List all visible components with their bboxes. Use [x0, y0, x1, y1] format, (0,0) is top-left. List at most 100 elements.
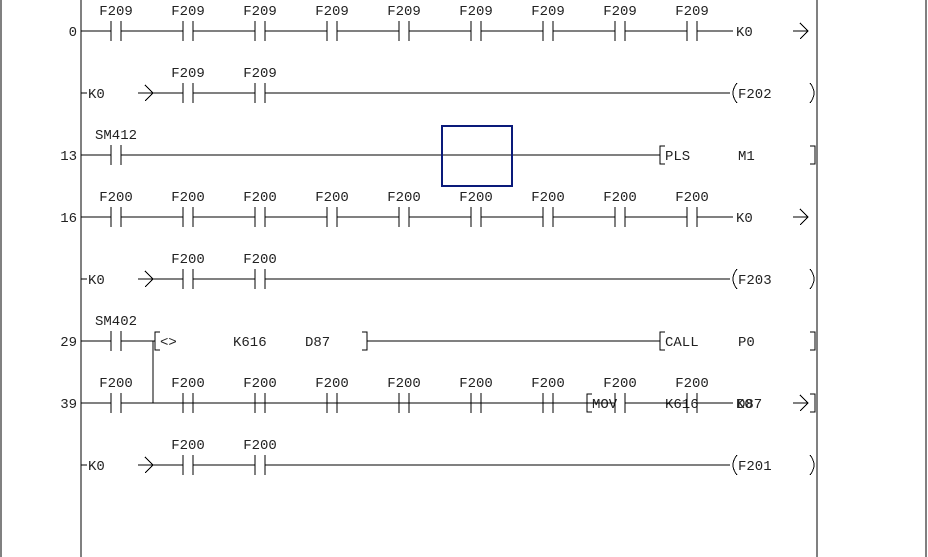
contact-no[interactable]: F200	[243, 376, 277, 413]
cursor-selection[interactable]	[441, 125, 513, 187]
coil-close	[809, 454, 815, 476]
contact-label: F209	[243, 4, 277, 20]
arrow-head	[144, 270, 154, 288]
contact-no[interactable]: F200	[171, 252, 205, 289]
contact-no[interactable]: F200	[99, 190, 133, 227]
contact-label: F209	[171, 4, 205, 20]
instruction-bracket-close	[810, 393, 816, 413]
contact-no[interactable]: F200	[603, 190, 637, 227]
contact-no[interactable]: F209	[603, 4, 637, 41]
contact-label: F200	[171, 438, 205, 454]
contact-label: F200	[243, 376, 277, 392]
contact-label: F200	[243, 190, 277, 206]
coil-device: F202	[738, 87, 772, 103]
contact-label: F200	[243, 252, 277, 268]
step-number: 13	[60, 149, 77, 165]
contact-label: F200	[243, 438, 277, 454]
contact-label: F209	[603, 4, 637, 20]
instruction-operand: D87	[305, 335, 330, 351]
instruction-bracket-close	[810, 145, 816, 165]
arrow-head	[144, 84, 154, 102]
contact-label: F209	[99, 4, 133, 20]
instruction-bracket-open	[154, 331, 160, 351]
contact-no[interactable]: F200	[243, 438, 277, 475]
contact-no[interactable]: F200	[531, 190, 565, 227]
contact-no[interactable]: F209	[243, 66, 277, 103]
contact-no[interactable]: F209	[675, 4, 709, 41]
continuation-label: K0	[88, 273, 105, 289]
contact-no[interactable]: F200	[459, 190, 493, 227]
contact-label: F200	[171, 252, 205, 268]
jump-arrow-icon	[799, 22, 809, 40]
jump-label: K0	[736, 397, 753, 413]
instruction-operand: K616	[233, 335, 267, 351]
contact-no[interactable]: F209	[243, 4, 277, 41]
instruction-name: MOV	[592, 397, 618, 413]
contact-no[interactable]: F200	[315, 190, 349, 227]
contact-label: F200	[99, 376, 133, 392]
coil-open	[732, 82, 738, 104]
jump-label: K0	[736, 211, 753, 227]
instruction-bracket-close	[362, 331, 368, 351]
contact-no[interactable]: F200	[171, 438, 205, 475]
contact-no[interactable]: SM412	[95, 128, 137, 165]
contact-no[interactable]: F209	[459, 4, 493, 41]
contact-no[interactable]: F209	[171, 66, 205, 103]
contact-no[interactable]: F209	[315, 4, 349, 41]
contact-no[interactable]: F200	[99, 376, 133, 413]
step-number: 16	[60, 211, 77, 227]
contact-no[interactable]: F200	[459, 376, 493, 413]
contact-no[interactable]: F209	[99, 4, 133, 41]
contact-label: F200	[315, 190, 349, 206]
contact-no[interactable]: F200	[171, 190, 205, 227]
instruction-operand: M1	[738, 149, 755, 165]
jump-arrow-icon	[144, 270, 154, 288]
contact-label: F200	[387, 376, 421, 392]
contact-no[interactable]: F200	[243, 190, 277, 227]
contact-label: SM412	[95, 128, 137, 144]
continuation-label: K0	[88, 459, 105, 475]
jump-arrow-icon	[799, 208, 809, 226]
contact-label: F200	[675, 190, 709, 206]
contact-label: F209	[675, 4, 709, 20]
contact-label: F209	[243, 66, 277, 82]
contact-no[interactable]: F209	[387, 4, 421, 41]
contact-label: F209	[459, 4, 493, 20]
contact-no[interactable]: F200	[675, 190, 709, 227]
contact-label: F209	[531, 4, 565, 20]
contact-no[interactable]: F200	[387, 376, 421, 413]
contact-label: F200	[387, 190, 421, 206]
coil-close	[809, 82, 815, 104]
arrow-head	[799, 22, 809, 40]
contact-label: F200	[171, 190, 205, 206]
contact-no[interactable]: F200	[315, 376, 349, 413]
coil-open	[732, 268, 738, 290]
contact-label: F209	[171, 66, 205, 82]
contact-no[interactable]: F200	[387, 190, 421, 227]
instruction-operand: D87	[737, 397, 762, 413]
arrow-head	[799, 394, 809, 412]
contact-label: F200	[531, 376, 565, 392]
contact-label: F200	[603, 376, 637, 392]
contact-no[interactable]: F209	[531, 4, 565, 41]
instruction-name: <>	[160, 335, 177, 351]
contact-label: F200	[459, 190, 493, 206]
contact-no[interactable]: F200	[243, 252, 277, 289]
contact-label: F200	[171, 376, 205, 392]
contact-no[interactable]: SM402	[95, 314, 137, 351]
instruction-bracket-close	[810, 331, 816, 351]
contact-label: F209	[315, 4, 349, 20]
contact-no[interactable]: F200	[171, 376, 205, 413]
contact-no[interactable]: F209	[171, 4, 205, 41]
jump-arrow-icon	[144, 84, 154, 102]
contact-no[interactable]: F200	[531, 376, 565, 413]
